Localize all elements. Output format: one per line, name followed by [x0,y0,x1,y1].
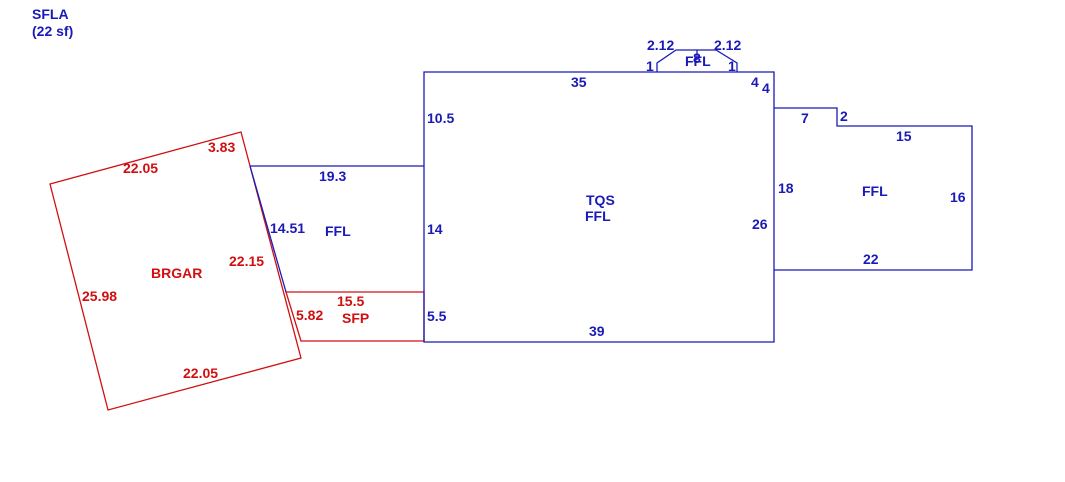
garage-outline [49,131,302,411]
porch-left-label: 5.82 [296,307,323,323]
bay-outline [656,49,738,72]
bay-left-side-label: 1 [646,58,654,74]
garage-left-label: 25.98 [82,288,117,304]
bay-right-side-label: 1 [728,58,736,74]
right-wing-bottom-label: 22 [863,251,879,267]
main-name-label: TQS [586,192,615,208]
garage-bottom-label: 22.05 [183,365,218,381]
sfla-area: (22 sf) [32,23,74,39]
porch-top-label: 15.5 [337,293,364,309]
bay-name-label: FFL [685,53,711,69]
right-wing-side-label: 16 [950,189,966,205]
porch-name-label: SFP [342,310,369,326]
main-bottom-label: 39 [589,323,605,339]
garage-top-short-label: 3.83 [208,139,235,155]
bay-left-diag-label: 2.12 [647,37,674,53]
right-wing-outline [774,107,973,271]
left-wing-right-label: 14 [427,221,443,237]
main-right-label: 26 [752,216,768,232]
main-left-lower-label: 5.5 [427,308,447,324]
right-wing-name-label: FFL [862,183,888,199]
left-wing-diag-label: 14.51 [270,220,305,236]
main-corner-b-label: 4 [762,80,770,96]
left-wing-top-label: 19.3 [319,168,346,184]
left-wing-name-label: FFL [325,223,351,239]
bay-right-diag-label: 2.12 [714,37,741,53]
right-wing-step-label: 2 [840,108,848,124]
right-wing-top-label: 15 [896,128,912,144]
right-wing-left-label: 18 [778,180,794,196]
main-left-upper-label: 10.5 [427,110,454,126]
garage-right-label: 22.15 [229,253,264,269]
main-corner-a-label: 4 [751,74,759,90]
left-wing-diagonal [249,165,287,293]
garage-top-label: 22.05 [123,160,158,176]
sfla-header: SFLA (22 sf) [32,6,73,40]
right-wing-top-short-label: 7 [801,110,809,126]
garage-name-label: BRGAR [151,265,202,281]
main-sub-label: FFL [585,208,611,224]
bay-top-label: 8 [693,50,701,66]
sfla-title: SFLA [32,6,69,22]
main-top-label: 35 [571,74,587,90]
